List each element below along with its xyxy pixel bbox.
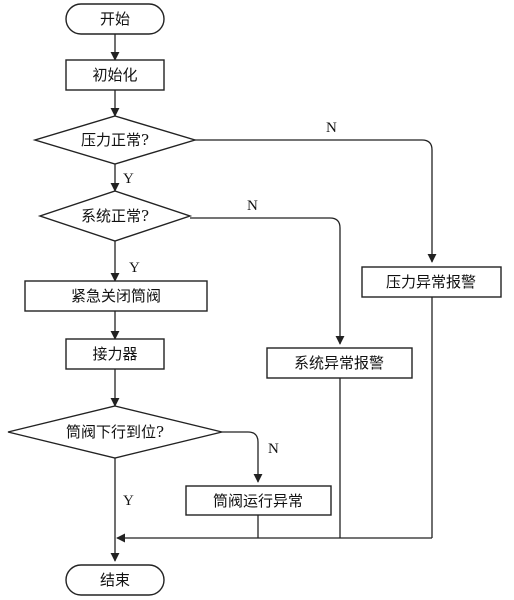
- label-valve-no: N: [268, 441, 279, 457]
- valve-in-place-label: 筒阀下行到位?: [66, 423, 164, 441]
- node-contactor: 接力器: [65, 338, 165, 370]
- start-terminator: [65, 3, 165, 35]
- start-label: 开始: [100, 10, 130, 28]
- pressure-alarm-box: [361, 266, 502, 298]
- connectors: [110, 34, 437, 562]
- label-valve-yes: Y: [123, 493, 134, 509]
- system-alarm-label: 系统异常报警: [294, 354, 384, 372]
- valve-in-place-diamond: [7, 405, 223, 459]
- node-valve-in-place: 筒阀下行到位?: [7, 405, 223, 459]
- end-terminator: [65, 564, 165, 596]
- emergency-close-label: 紧急关闭筒阀: [71, 287, 161, 305]
- label-pressure-no: N: [326, 120, 337, 136]
- label-system-no: N: [247, 198, 258, 214]
- node-pressure-alarm: 压力异常报警: [361, 266, 502, 298]
- emergency-close-box: [24, 280, 208, 312]
- init-box: [65, 59, 165, 91]
- system-ok-label: 系统正常?: [81, 207, 149, 225]
- system-alarm-box: [266, 347, 413, 379]
- label-pressure-yes: Y: [123, 171, 134, 187]
- node-start: 开始: [65, 3, 165, 35]
- node-system-ok: 系统正常?: [37, 190, 193, 242]
- init-label: 初始化: [92, 66, 137, 84]
- label-system-yes: Y: [129, 260, 140, 276]
- system-ok-diamond: [37, 190, 193, 242]
- node-pressure-ok: 压力正常?: [32, 115, 198, 165]
- contactor-box: [65, 338, 165, 370]
- edge-pressure-no: [195, 139, 437, 263]
- valve-fault-box: [185, 485, 332, 516]
- node-valve-fault: 筒阀运行异常: [185, 485, 332, 516]
- branch-labels: N Y N Y N Y: [123, 120, 337, 509]
- pressure-ok-diamond: [32, 115, 198, 165]
- node-system-alarm: 系统异常报警: [266, 347, 413, 379]
- edge-valve-no: [222, 431, 263, 483]
- pressure-alarm-label: 压力异常报警: [386, 273, 476, 291]
- node-end: 结束: [65, 564, 165, 596]
- valve-fault-label: 筒阀运行异常: [213, 492, 303, 510]
- node-init: 初始化: [65, 59, 165, 91]
- edge-system-no: [190, 217, 345, 345]
- end-label: 结束: [100, 571, 130, 589]
- pressure-ok-label: 压力正常?: [81, 131, 149, 149]
- node-emergency-close: 紧急关闭筒阀: [24, 280, 208, 312]
- contactor-label: 接力器: [92, 345, 137, 363]
